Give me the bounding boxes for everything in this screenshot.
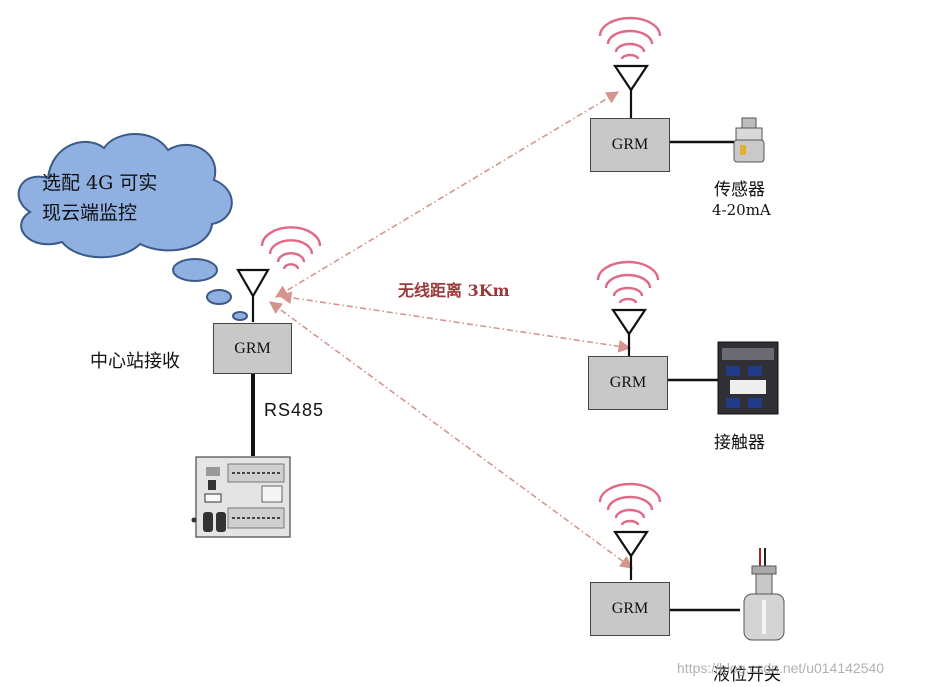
node2-signal-icon xyxy=(596,260,660,304)
central-antenna-icon xyxy=(236,268,270,322)
cloud-bubble xyxy=(17,133,248,321)
node2-grm-module: GRM xyxy=(588,356,668,410)
link-to-sensor xyxy=(274,91,620,298)
node2-antenna-icon xyxy=(610,308,648,356)
sensor-device-icon xyxy=(733,117,765,163)
link-distance-label: 无线距离 3Km xyxy=(398,281,510,300)
sensor-label: 传感器 xyxy=(714,180,765,200)
watermark: https://blog.csdn.net/u014142540 xyxy=(677,660,885,676)
contactor-label: 接触器 xyxy=(714,433,765,453)
rs485-label: RS485 xyxy=(264,400,325,420)
node3-signal-icon xyxy=(598,482,662,526)
contactor-device-icon xyxy=(717,341,779,415)
node1-signal-icon xyxy=(598,16,662,60)
node3-antenna-icon xyxy=(612,530,650,580)
sensor-signal-label: 4-20mA xyxy=(712,201,771,219)
link-to-level-switch xyxy=(268,301,634,569)
node3-grm-module: GRM xyxy=(590,582,670,636)
node1-grm-module: GRM xyxy=(590,118,670,172)
central-signal-icon xyxy=(260,226,322,270)
cloud-text-line2: 现云端监控 xyxy=(42,202,138,224)
link-to-contactor xyxy=(278,291,632,353)
level-switch-device-icon xyxy=(743,548,785,641)
station-label: 中心站接收 xyxy=(90,351,180,372)
level-switch-label: 液位开关 xyxy=(713,665,781,685)
cloud-text-line1: 选配 4G 可实 xyxy=(42,172,158,194)
plc-device-icon xyxy=(191,456,291,538)
node1-antenna-icon xyxy=(612,64,650,118)
central-grm-module: GRM xyxy=(213,323,292,374)
